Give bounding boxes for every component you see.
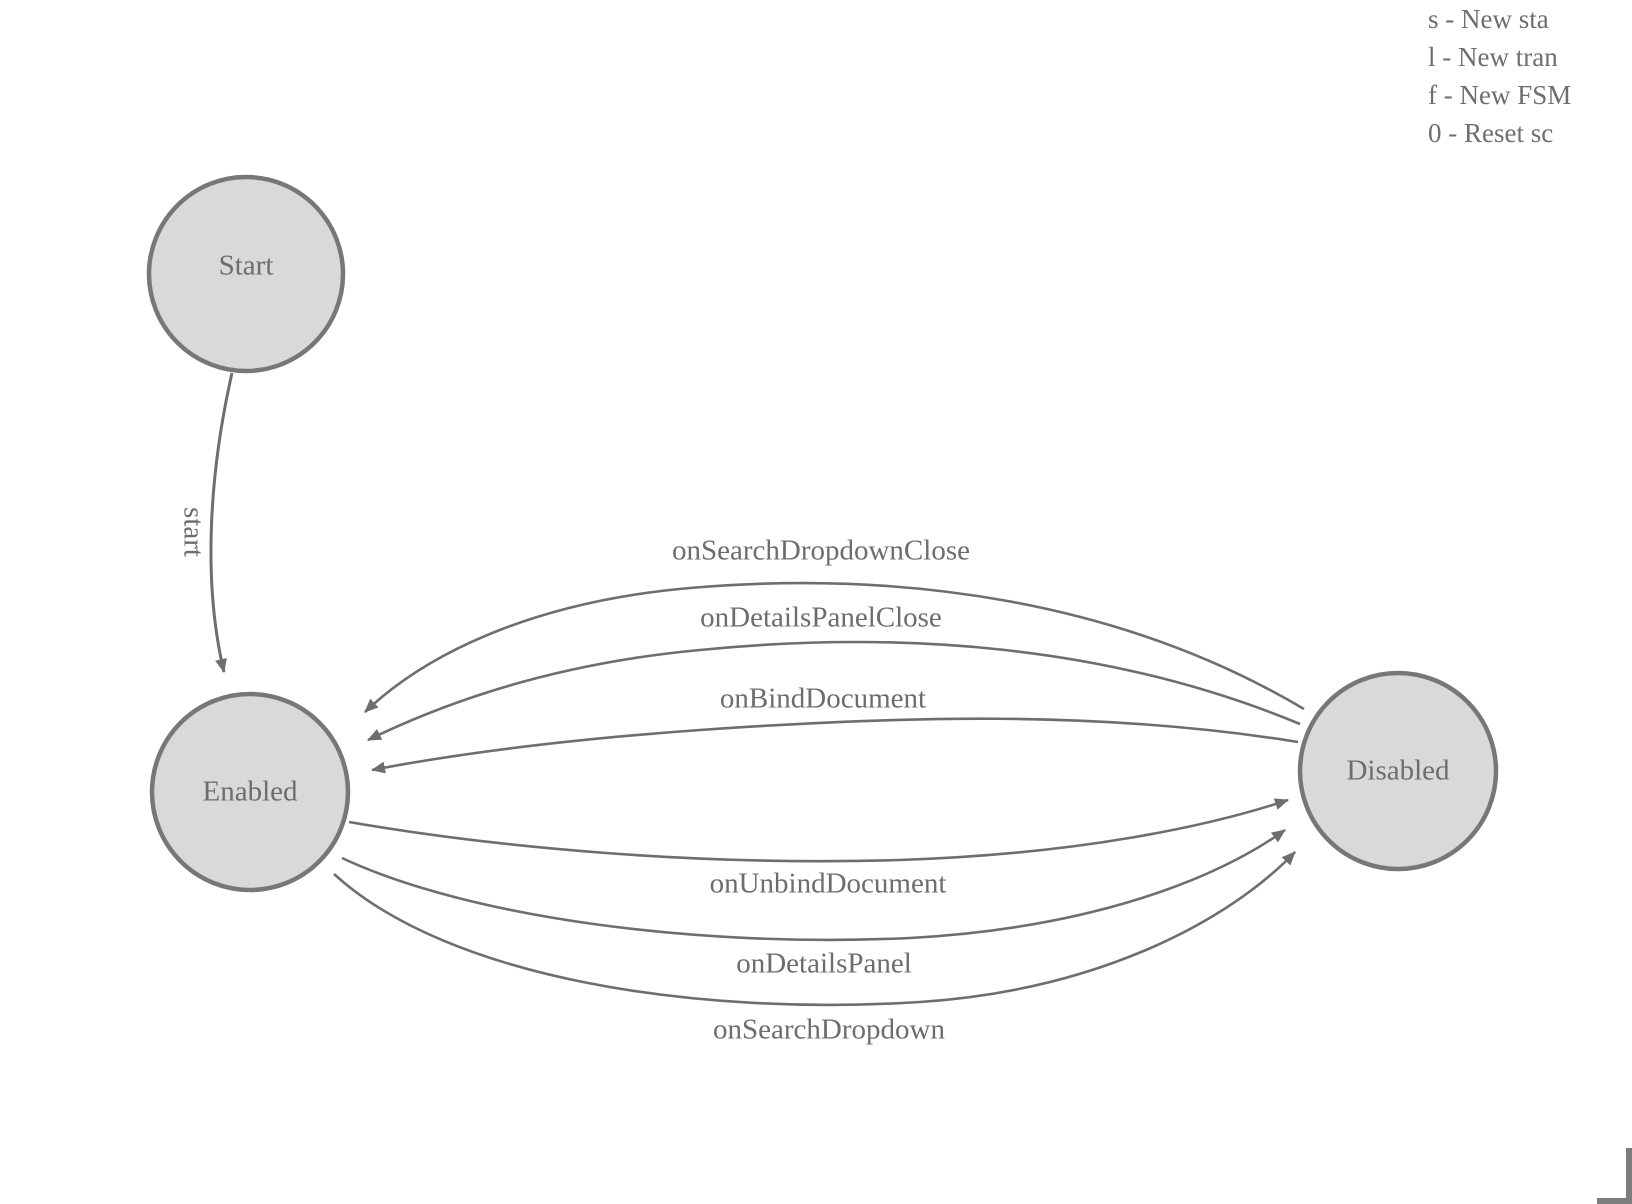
state-node-start[interactable] (146, 174, 346, 374)
transition-edge-onsearchdropdown[interactable] (333, 851, 1296, 1007)
transition-start-to-enabled[interactable] (209, 372, 234, 673)
state-node-enabled[interactable] (149, 691, 351, 893)
transition-edge-onbinddocument[interactable] (371, 717, 1299, 774)
help-line-reset: 0 - Reset sc (1428, 118, 1554, 148)
help-panel: s - New sta l - New tran f - New FSM 0 -… (1428, 0, 1632, 152)
vertical-scrollbar-thumb[interactable] (1626, 1148, 1632, 1204)
transition-enabled-to-disabled-detailspanel[interactable] (341, 828, 1286, 942)
horizontal-scrollbar-thumb[interactable] (1597, 1198, 1626, 1204)
transition-label-onbinddocument: onBindDocument (719, 682, 927, 715)
transition-edge-ondetailspanel[interactable] (341, 828, 1286, 942)
transition-edge-start[interactable] (209, 372, 234, 673)
transition-disabled-to-enabled-binddocument[interactable] (371, 717, 1299, 774)
transition-edge-ondetailspanelclose[interactable] (367, 640, 1301, 742)
state-node-disabled[interactable] (1297, 670, 1499, 872)
help-line-new-fsm: f - New FSM (1428, 80, 1572, 110)
transition-label-onunbinddocument: onUnbindDocument (709, 867, 947, 900)
transition-disabled-to-enabled-searchdropdownclose[interactable] (364, 581, 1305, 713)
transition-enabled-to-disabled-unbinddocument[interactable] (348, 798, 1289, 863)
transition-disabled-to-enabled-detailspanelclose[interactable] (367, 640, 1301, 742)
transition-label-ondetailspanel: onDetailsPanel (736, 947, 912, 980)
transition-label-onsearchdropdownclose: onSearchDropdownClose (671, 534, 971, 567)
transition-label-start: start (177, 507, 210, 557)
help-line-new-state: s - New sta (1428, 4, 1549, 34)
transition-enabled-to-disabled-searchdropdown[interactable] (333, 851, 1296, 1007)
transition-label-onsearchdropdown: onSearchDropdown (713, 1013, 945, 1046)
transition-edge-onunbinddocument[interactable] (348, 798, 1289, 863)
transition-label-ondetailspanelclose: onDetailsPanelClose (700, 601, 942, 634)
transition-edge-onsearchdropdownclose[interactable] (364, 581, 1305, 713)
help-line-new-transition: l - New tran (1428, 42, 1558, 72)
